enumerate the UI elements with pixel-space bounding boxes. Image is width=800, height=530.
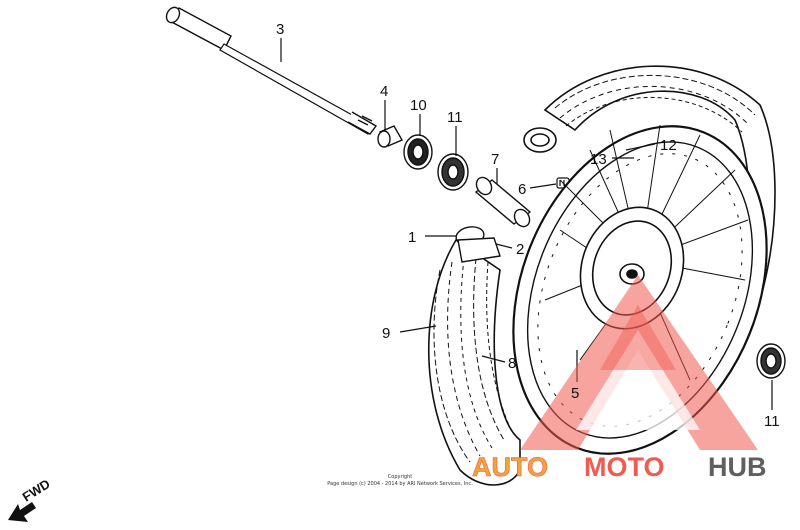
callout-4: 4: [380, 83, 388, 100]
callout-9: 9: [382, 325, 390, 342]
copyright-notice: Copyright Page design (c) 2004 - 2014 by…: [327, 474, 473, 487]
callout-10: 10: [410, 97, 427, 114]
watermark-auto: AUTO: [472, 452, 548, 482]
tire-front: [427, 238, 521, 486]
callout-11-upper: 11: [447, 109, 463, 126]
fwd-label: FWD: [20, 476, 53, 504]
watermark-moto: MOTO: [584, 452, 665, 482]
callout-3: 3: [276, 21, 284, 38]
spacer: [474, 176, 532, 228]
fwd-arrow-icon: [8, 502, 36, 522]
dust-seal-right: [756, 343, 786, 379]
copyright-line-2: Page design (c) 2004 - 2014 by ARI Netwo…: [327, 481, 473, 487]
callout-1: 1: [408, 229, 416, 246]
fwd-indicator: FWD: [8, 476, 53, 522]
axle: [165, 6, 378, 135]
callout-11-lower: 11: [764, 413, 780, 430]
tube-front: [455, 226, 501, 263]
bearing-left: [403, 134, 433, 170]
callout-12: 12: [660, 137, 677, 154]
callout-6: 6: [518, 181, 526, 198]
callout-7: 7: [491, 151, 499, 168]
watermark-hub: HUB: [708, 452, 767, 482]
collar: [377, 125, 403, 148]
callout-5: 5: [571, 385, 579, 402]
callout-labels: 1 2 3 4 5 6 7 8 9 10 11 11 12 13: [276, 21, 780, 430]
callout-2: 2: [516, 241, 524, 258]
callout-8: 8: [508, 355, 516, 372]
dust-seal-left: [437, 153, 469, 191]
watermark-logo: [520, 275, 758, 450]
copyright-line-1: Copyright: [388, 474, 412, 480]
callout-13: 13: [590, 151, 607, 168]
watermark-wordmark: AUTO MOTO HUB: [472, 452, 767, 483]
hub: [579, 206, 685, 330]
